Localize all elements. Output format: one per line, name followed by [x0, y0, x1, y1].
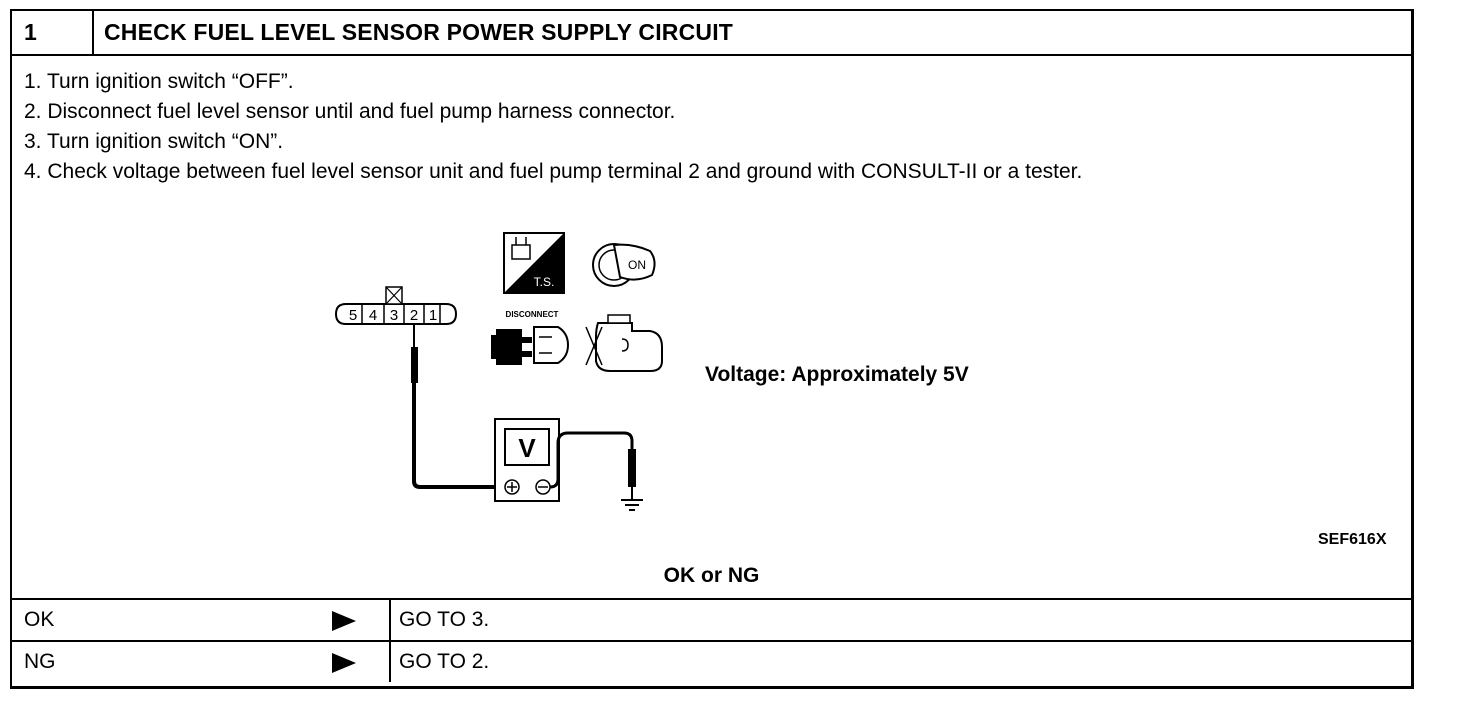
negative-probe [549, 431, 636, 499]
terminal-label: 2 [410, 307, 418, 324]
terminal-label: 5 [349, 307, 357, 324]
result-action: GO TO 3. [399, 608, 490, 631]
instruction-list: 1. Turn ignition switch “OFF”. 2. Discon… [24, 67, 1082, 187]
procedure-title: CHECK FUEL LEVEL SENSOR POWER SUPPLY CIR… [104, 19, 734, 45]
result-label: NG [24, 650, 56, 673]
terminal-label: 3 [390, 307, 398, 324]
result-row-ok: OK GO TO 3. [12, 598, 1411, 640]
result-row-ng: NG GO TO 2. [12, 640, 1411, 682]
ignition-label: ON [628, 258, 646, 272]
terminal-label: 1 [429, 307, 437, 324]
figure-code: SEF616X [1318, 531, 1387, 548]
instruction-step: 3. Turn ignition switch “ON”. [24, 130, 284, 153]
voltmeter: V [494, 418, 560, 502]
step-number: 1 [12, 11, 94, 54]
instruction-step: 2. Disconnect fuel level sensor until an… [24, 100, 676, 123]
ignition-key-icon: ON [592, 243, 656, 287]
arrow-right-icon [332, 611, 356, 631]
terminal-label: 4 [369, 307, 377, 324]
ground-icon [621, 499, 643, 511]
result-label: OK [24, 608, 55, 631]
column-divider [389, 642, 391, 682]
voltage-spec: Voltage: Approximately 5V [705, 363, 969, 386]
result-action: GO TO 2. [399, 650, 490, 673]
engine-off-icon [585, 314, 663, 372]
disconnect-icon: DISCONNECT [491, 310, 570, 365]
harness-connector: 5 4 3 2 1 [334, 286, 458, 325]
wiring-diagram: 5 4 3 2 1 V [334, 232, 663, 511]
disconnect-label: DISCONNECT [506, 310, 559, 319]
tester-label: T.S. [534, 275, 555, 289]
column-divider [389, 600, 391, 640]
arrow-right-icon [332, 653, 356, 673]
meter-label: V [518, 433, 536, 463]
tester-icon: T.S. [503, 232, 565, 294]
positive-probe [411, 324, 495, 489]
result-title: OK or NG [663, 564, 760, 587]
instruction-step: 1. Turn ignition switch “OFF”. [24, 70, 294, 93]
diagnostic-table: 1 CHECK FUEL LEVEL SENSOR POWER SUPPLY C… [10, 9, 1414, 689]
procedure-header: 1 CHECK FUEL LEVEL SENSOR POWER SUPPLY C… [12, 11, 1411, 56]
instruction-step: 4. Check voltage between fuel level sens… [24, 160, 1083, 183]
